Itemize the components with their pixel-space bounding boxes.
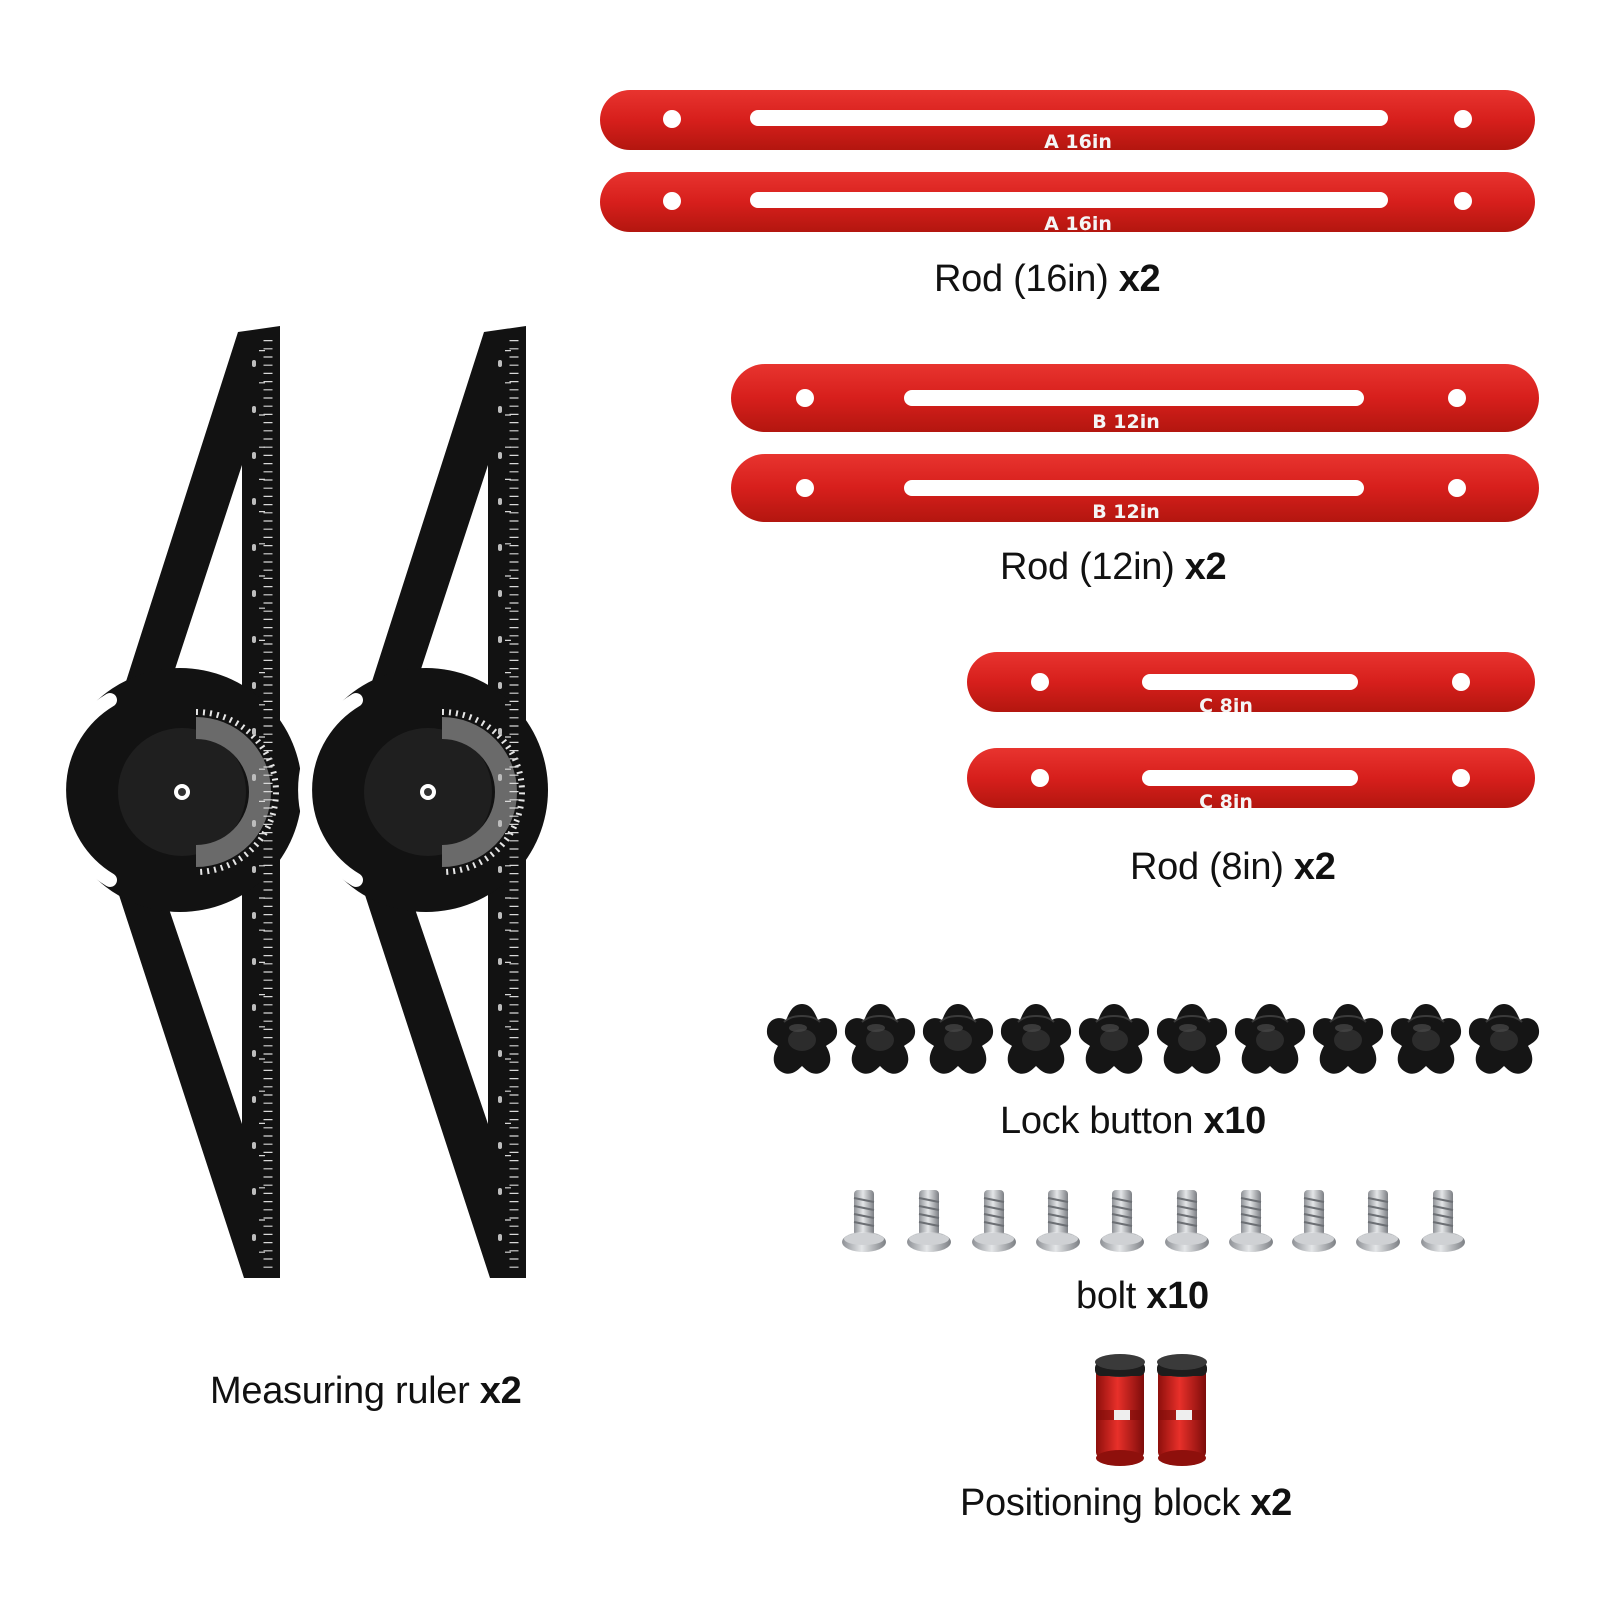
caption-lock-button-qty: x10: [1203, 1100, 1266, 1142]
rod-12in-engraving-1: B 12in: [1092, 411, 1160, 433]
caption-positioning-block: Positioning block x2: [960, 1482, 1292, 1525]
measuring-ruler-2: [304, 326, 548, 1278]
screw-icon: [1035, 1189, 1081, 1253]
screw-icon: [841, 1189, 887, 1253]
caption-rod-12in-qty: x2: [1184, 546, 1227, 588]
rod-8in-engraving-2: C 8in: [1199, 791, 1253, 813]
caption-measuring-ruler-qty: x2: [479, 1370, 522, 1412]
star-knob-icon: [1311, 1003, 1385, 1075]
caption-rod-12in: Rod (12in) x2: [1000, 546, 1227, 589]
star-knob-icon: [1233, 1003, 1307, 1075]
rod-8in-engraving-1: C 8in: [1199, 695, 1253, 717]
positioning-block-group: [1095, 1354, 1207, 1466]
cylinder-block-icon: [1157, 1354, 1207, 1466]
screw-icon: [971, 1189, 1017, 1253]
caption-positioning-block-label: Positioning block: [960, 1482, 1241, 1524]
screw-icon: [1291, 1189, 1337, 1253]
caption-rod-8in-label: Rod (8in): [1130, 846, 1284, 888]
rod-16in-engraving-1: A 16in: [1044, 131, 1112, 153]
caption-positioning-block-qty: x2: [1250, 1482, 1293, 1524]
caption-lock-button: Lock button x10: [1000, 1100, 1266, 1143]
caption-bolt: bolt x10: [1076, 1275, 1209, 1318]
cylinder-block-icon: [1095, 1354, 1145, 1466]
screw-icon: [1355, 1189, 1401, 1253]
caption-rod-12in-label: Rod (12in): [1000, 546, 1175, 588]
star-knob-icon: [921, 1003, 995, 1075]
caption-bolt-label: bolt: [1076, 1275, 1137, 1317]
caption-measuring-ruler-label: Measuring ruler: [210, 1370, 470, 1412]
star-knob-icon: [1467, 1003, 1541, 1075]
bolt-group: [841, 1189, 1466, 1253]
caption-measuring-ruler: Measuring ruler x2: [210, 1370, 522, 1413]
screw-icon: [1420, 1189, 1466, 1253]
screw-icon: [906, 1189, 952, 1253]
caption-rod-8in: Rod (8in) x2: [1130, 846, 1336, 889]
caption-rod-16in-label: Rod (16in): [934, 258, 1109, 300]
rod-12in-engraving-2: B 12in: [1092, 501, 1160, 523]
screw-icon: [1228, 1189, 1274, 1253]
star-knob-icon: [1155, 1003, 1229, 1075]
star-knob-icon: [843, 1003, 917, 1075]
star-knob-icon: [1389, 1003, 1463, 1075]
rod-16in-engraving-2: A 16in: [1044, 213, 1112, 235]
star-knob-icon: [765, 1003, 839, 1075]
lock-button-group: [765, 1003, 1541, 1075]
caption-lock-button-label: Lock button: [1000, 1100, 1194, 1142]
caption-bolt-qty: x10: [1146, 1275, 1209, 1317]
screw-icon: [1164, 1189, 1210, 1253]
measuring-ruler-1: [58, 326, 302, 1278]
star-knob-icon: [999, 1003, 1073, 1075]
star-knob-icon: [1077, 1003, 1151, 1075]
caption-rod-16in-qty: x2: [1118, 258, 1161, 300]
caption-rod-8in-qty: x2: [1293, 846, 1336, 888]
caption-rod-16in: Rod (16in) x2: [934, 258, 1161, 301]
screw-icon: [1099, 1189, 1145, 1253]
